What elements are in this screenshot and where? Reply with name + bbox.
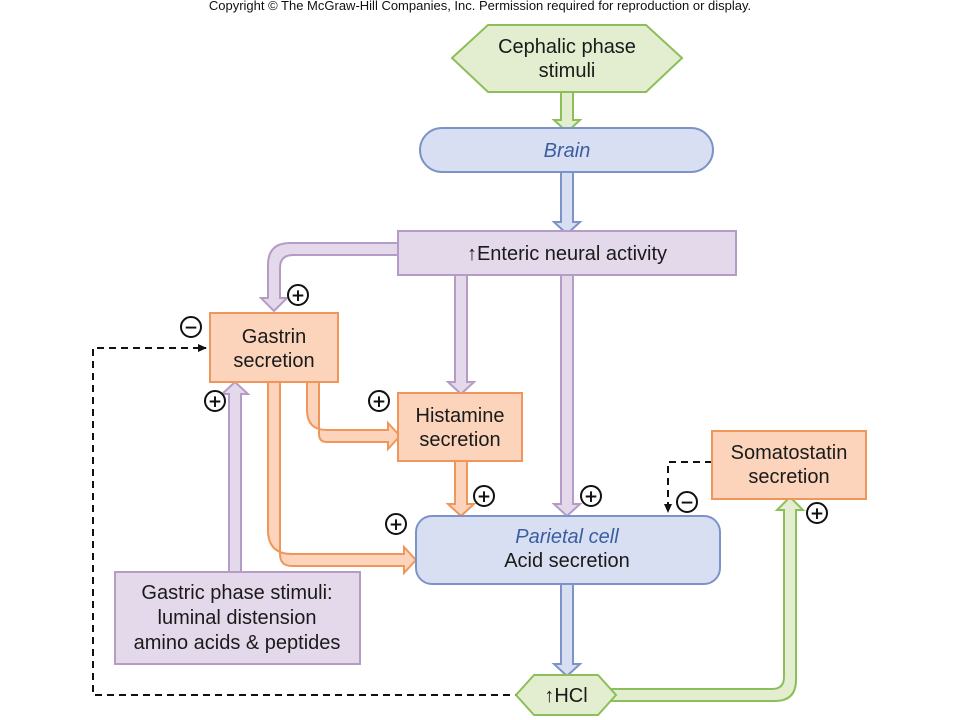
arrow-gastrin-to-histamine <box>306 381 402 452</box>
hcl-label: ↑HCl <box>544 685 587 707</box>
arrow-histamine-to-parietal <box>445 460 477 518</box>
sign-plus-enteric-gastrin: + <box>287 284 309 306</box>
node-enteric-neural-activity: ↑Enteric neural activity <box>397 230 737 276</box>
svg-text:−: − <box>680 493 694 513</box>
sign-minus-somatostatin-parietal: − <box>676 491 698 513</box>
copyright-notice: Copyright © The McGraw-Hill Companies, I… <box>209 0 751 13</box>
gastric-line3: amino acids & peptides <box>134 632 341 654</box>
arrow-hcl-to-somatostatin <box>599 495 806 702</box>
arrow-cephalic-to-brain <box>551 91 583 134</box>
parietal-line2: Acid secretion <box>504 550 630 572</box>
node-gastrin-secretion: Gastrin secretion <box>209 312 339 383</box>
arrow-enteric-to-parietal <box>551 274 583 518</box>
sign-plus-enteric-parietal: + <box>580 485 602 507</box>
node-parietal-cell: Parietal cell Acid secretion <box>415 515 721 585</box>
sign-plus-histamine-parietal: + <box>473 485 495 507</box>
svg-text:+: + <box>584 487 598 507</box>
node-cephalic-stimuli: Cephalic phase stimuli <box>450 24 684 93</box>
somatostatin-line1: Somatostatin <box>731 442 848 464</box>
svg-text:−: − <box>184 318 198 338</box>
histamine-line2: secretion <box>419 429 500 451</box>
node-brain: Brain <box>419 127 714 173</box>
dashed-arrow-hcl-to-gastrin <box>92 344 522 696</box>
gastrin-line2: secretion <box>233 350 314 372</box>
svg-text:+: + <box>291 286 305 306</box>
svg-text:+: + <box>477 487 491 507</box>
arrow-enteric-to-histamine <box>445 274 477 396</box>
gastric-line2: luminal distension <box>158 607 317 629</box>
node-somatostatin-secretion: Somatostatin secretion <box>711 430 867 500</box>
svg-text:+: + <box>389 515 403 535</box>
svg-text:+: + <box>208 392 222 412</box>
arrow-gastrin-to-parietal <box>267 381 418 576</box>
arrow-enteric-to-gastrin <box>258 242 401 313</box>
arrow-gastric-to-gastrin <box>219 380 251 573</box>
cephalic-line2: stimuli <box>539 60 596 82</box>
somatostatin-line2: secretion <box>748 466 829 488</box>
cephalic-line1: Cephalic phase <box>498 36 636 58</box>
sign-plus-hcl-somatostatin: + <box>806 502 828 524</box>
dashed-arrow-somatostatin-to-parietal <box>664 461 712 513</box>
arrow-parietal-to-hcl <box>551 583 583 678</box>
node-hcl: ↑HCl <box>514 674 618 716</box>
gastrin-line1: Gastrin <box>242 326 306 348</box>
sign-plus-gastric-gastrin: + <box>204 390 226 412</box>
sign-plus-gastrin-parietal: + <box>385 513 407 535</box>
sign-minus-hcl-gastrin: − <box>180 316 202 338</box>
node-gastric-stimuli: Gastric phase stimuli: luminal distensio… <box>114 571 361 665</box>
parietal-line1: Parietal cell <box>515 526 619 548</box>
svg-text:+: + <box>372 392 386 412</box>
histamine-line1: Histamine <box>416 405 505 427</box>
gastric-line1: Gastric phase stimuli: <box>141 582 332 604</box>
node-histamine-secretion: Histamine secretion <box>397 392 523 462</box>
arrow-brain-to-enteric <box>551 171 583 236</box>
brain-label: Brain <box>544 140 591 162</box>
enteric-label: ↑Enteric neural activity <box>467 243 667 265</box>
svg-text:+: + <box>810 504 824 524</box>
sign-plus-gastrin-histamine: + <box>368 390 390 412</box>
